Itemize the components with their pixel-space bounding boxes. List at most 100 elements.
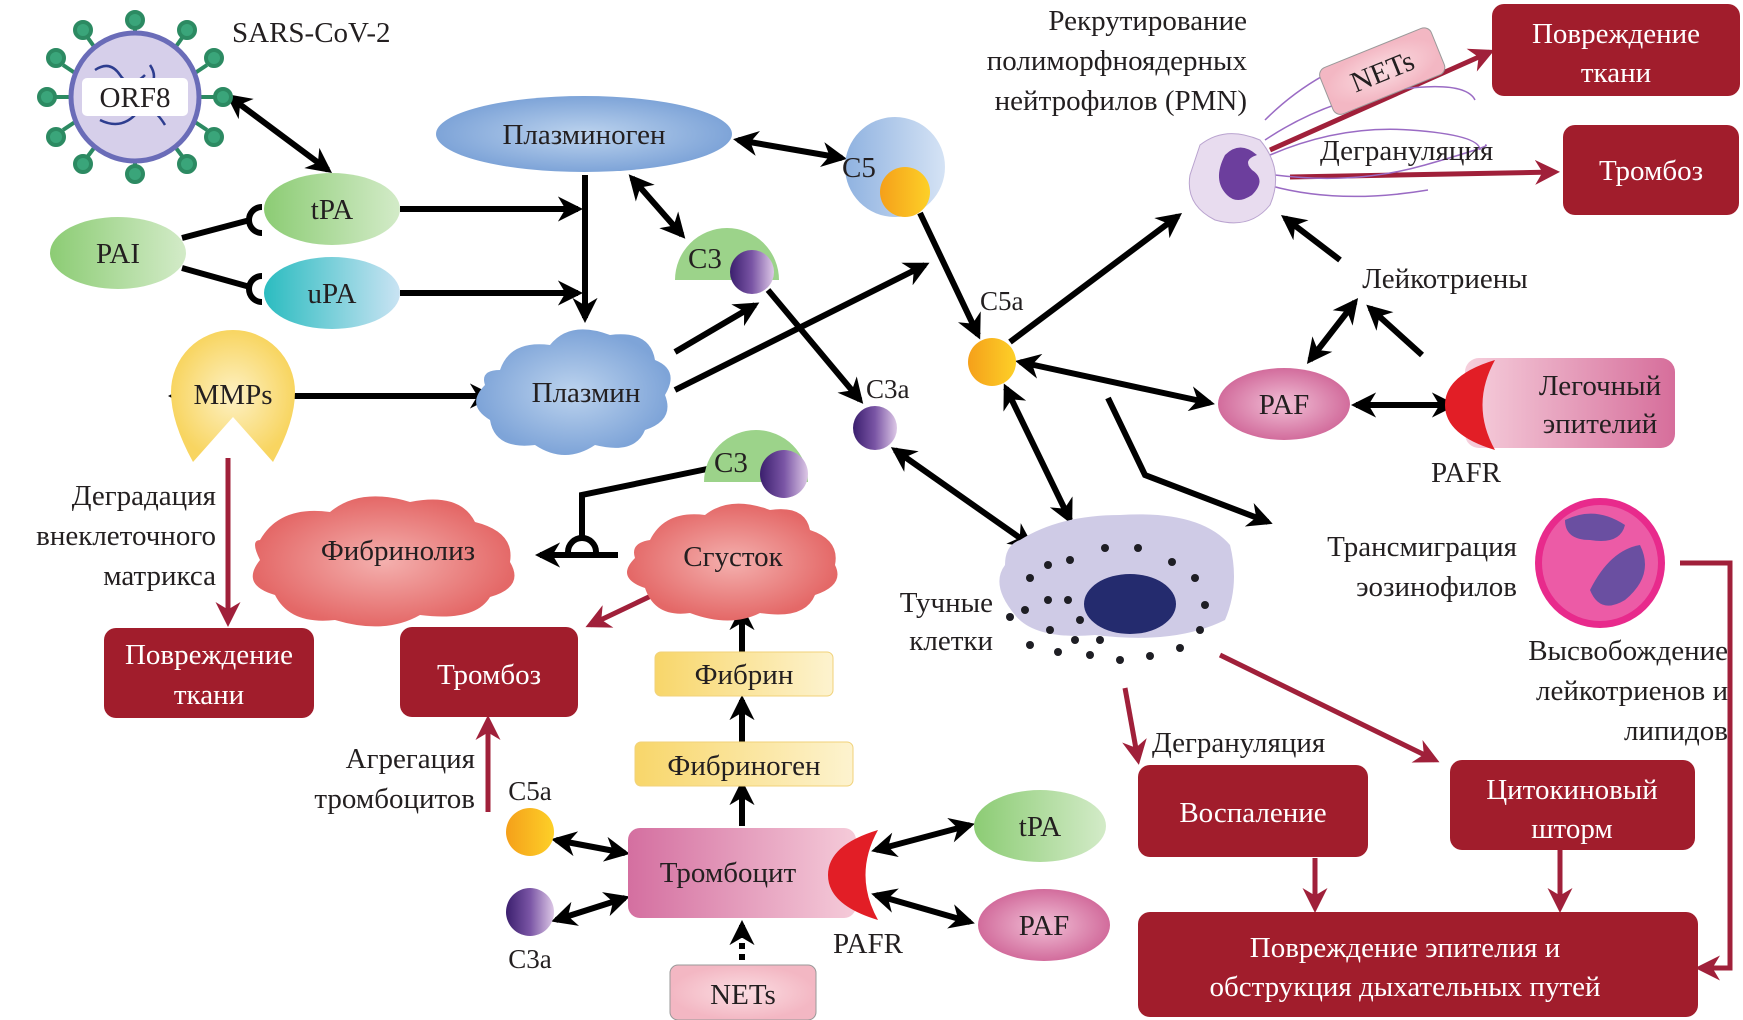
- svg-text:ткани: ткани: [1581, 57, 1651, 89]
- eosinophil-nucleus-lobe: [1590, 545, 1645, 606]
- svg-text:Повреждение: Повреждение: [1532, 18, 1700, 50]
- node-lung-epithelium: Легочный эпителий PAFR: [1431, 358, 1675, 489]
- mast-cells-label: клетки: [909, 625, 993, 657]
- svg-text:tPA: tPA: [311, 194, 354, 226]
- svg-text:шторм: шторм: [1531, 813, 1613, 845]
- svg-text:MMPs: MMPs: [194, 379, 273, 411]
- node-mmps: MMPs: [170, 329, 295, 462]
- svg-text:uPA: uPA: [308, 278, 357, 310]
- leukotrienes-label: Лейкотриены: [1362, 263, 1528, 295]
- svg-text:Фибринолиз: Фибринолиз: [321, 535, 475, 567]
- svg-text:PAFR: PAFR: [833, 928, 904, 960]
- degranulation-top-label: Дегрануляция: [1320, 135, 1493, 167]
- svg-text:Тромбоцит: Тромбоцит: [660, 857, 797, 889]
- inhibit-cap-icon: [246, 204, 263, 236]
- arrow-c5a-platelet: [551, 831, 630, 862]
- svg-text:Фибрин: Фибрин: [695, 659, 794, 691]
- arrow-c3a-platelet: [551, 892, 630, 926]
- svg-text:C3a: C3a: [508, 944, 552, 974]
- svg-text:Воспаление: Воспаление: [1179, 797, 1326, 829]
- outcome-thrombosis-top: Тромбоз: [1563, 125, 1739, 215]
- svg-text:C5a: C5a: [980, 286, 1024, 316]
- arrow-lung-leuko: [1366, 304, 1425, 358]
- pafr-receptor-mid: [1445, 360, 1495, 450]
- arrow-clot-thrombosis: [585, 592, 655, 628]
- svg-text:Тромбоз: Тромбоз: [437, 659, 541, 691]
- degranulation-bottom-label: Дегрануляция: [1152, 727, 1325, 759]
- svg-text:ткани: ткани: [174, 679, 244, 711]
- neutrophil-nucleus: [1218, 147, 1260, 200]
- arrow-orf8-tpa: [225, 93, 333, 174]
- node-c3-mid: C3: [704, 430, 808, 498]
- leukotriene-release-label: липидов: [1624, 715, 1728, 747]
- arrow-eosinophil-epithelium: [1680, 560, 1733, 981]
- svg-text:C5a: C5a: [508, 776, 552, 806]
- leukotriene-release-label: Высвобождение: [1528, 635, 1728, 667]
- eosinophil-nucleus-lobe: [1565, 513, 1625, 541]
- pmn-recruitment-label: Рекрутирование: [1048, 5, 1247, 37]
- arrow-leuko-paf: [1306, 298, 1359, 364]
- outcome-tissue-damage-left: Повреждение ткани: [104, 628, 314, 718]
- sars-cov-2-title: SARS-CoV-2: [232, 17, 390, 49]
- eosinophil-transmigration-label: эозинофилов: [1356, 571, 1517, 603]
- arrow-c3a-mast: [890, 447, 1035, 548]
- arrow-mast-cytokine: [1218, 652, 1440, 763]
- node-c3a-mid: C3a: [853, 374, 910, 450]
- node-fibrinogen: Фибриноген: [634, 741, 854, 787]
- arrow-plasminogen-c5: [733, 131, 847, 167]
- svg-text:Плазмин: Плазмин: [532, 377, 641, 409]
- neutrophil-cell: NETs: [1188, 27, 1487, 224]
- outcome-thrombosis-left: Тромбоз: [400, 627, 578, 717]
- svg-text:C5: C5: [842, 152, 876, 184]
- outcome-inflammation: Воспаление: [1138, 765, 1368, 857]
- node-c5a-mid: C5a: [968, 286, 1024, 386]
- svg-text:Цитокиновый: Цитокиновый: [1486, 774, 1658, 806]
- inhibit-pai-upa: [181, 265, 251, 290]
- arrow-c3-c3a: [765, 288, 864, 404]
- activation-arrows: [167, 93, 1458, 960]
- node-fibrinolysis: Фибринолиз: [252, 496, 515, 627]
- pathway-arrows: [215, 48, 1733, 981]
- svg-text:Легочный: Легочный: [1539, 370, 1661, 402]
- node-c3a-bottom: C3a: [506, 888, 554, 974]
- node-paf-mid: PAF: [1218, 368, 1350, 440]
- node-upa: uPA: [264, 257, 400, 329]
- inhibit-c3-fibrinolysis: [579, 465, 713, 540]
- svg-text:C3: C3: [714, 447, 748, 479]
- eosinophil-transmigration-label: Трансмиграция: [1327, 531, 1517, 563]
- node-c5: C5: [842, 117, 945, 217]
- pmn-recruitment-label: нейтрофилов (PMN): [995, 85, 1247, 117]
- arrow-mast-inflammation: [1122, 687, 1147, 765]
- arrow-c5a-eosinophil: [1105, 396, 1273, 527]
- inhibit-cap-icon: [565, 535, 599, 553]
- ecm-degradation-label: внеклеточного: [36, 520, 216, 552]
- outcome-cytokine-storm: Цитокиновый шторм: [1450, 760, 1695, 850]
- svg-text:tPA: tPA: [1019, 811, 1062, 843]
- node-nets-bottom: NETs: [669, 964, 817, 1020]
- svg-text:Сгусток: Сгусток: [683, 541, 783, 573]
- node-c3-top: C3: [675, 228, 779, 294]
- arrow-pafr-tpa: [871, 818, 975, 857]
- svg-text:C3: C3: [688, 243, 722, 275]
- ecm-degradation-label: матрикса: [103, 560, 216, 592]
- sars-cov-2-virus: ORF8: [37, 10, 233, 184]
- node-paf-bottom: PAF: [978, 889, 1110, 961]
- mast-cells-label: Тучные: [900, 587, 993, 619]
- node-fibrin: Фибрин: [654, 651, 834, 697]
- node-tpa-top: tPA: [264, 173, 400, 245]
- node-pai: PAI: [50, 217, 186, 289]
- node-plasmin: Плазмин: [476, 329, 671, 455]
- orf8-label-bg: [82, 78, 188, 116]
- svg-text:PAF: PAF: [1019, 910, 1070, 942]
- svg-text:Фибриноген: Фибриноген: [667, 750, 820, 782]
- mast-granules: [1006, 544, 1209, 664]
- inhibit-pai-tpa: [181, 217, 251, 241]
- eosinophil-cell: [1535, 498, 1665, 628]
- leukotriene-release-label: лейкотриенов и: [1536, 675, 1728, 707]
- arrow-pafr-paf: [871, 888, 975, 929]
- arrow-c5a-paf: [1015, 353, 1215, 412]
- pafr-receptor-bottom: [828, 830, 878, 920]
- annotation-labels: Рекрутирование полиморфноядерных нейтроф…: [36, 5, 1728, 815]
- svg-text:C3a: C3a: [866, 374, 910, 404]
- pmn-recruitment-label: полиморфноядерных: [987, 45, 1248, 77]
